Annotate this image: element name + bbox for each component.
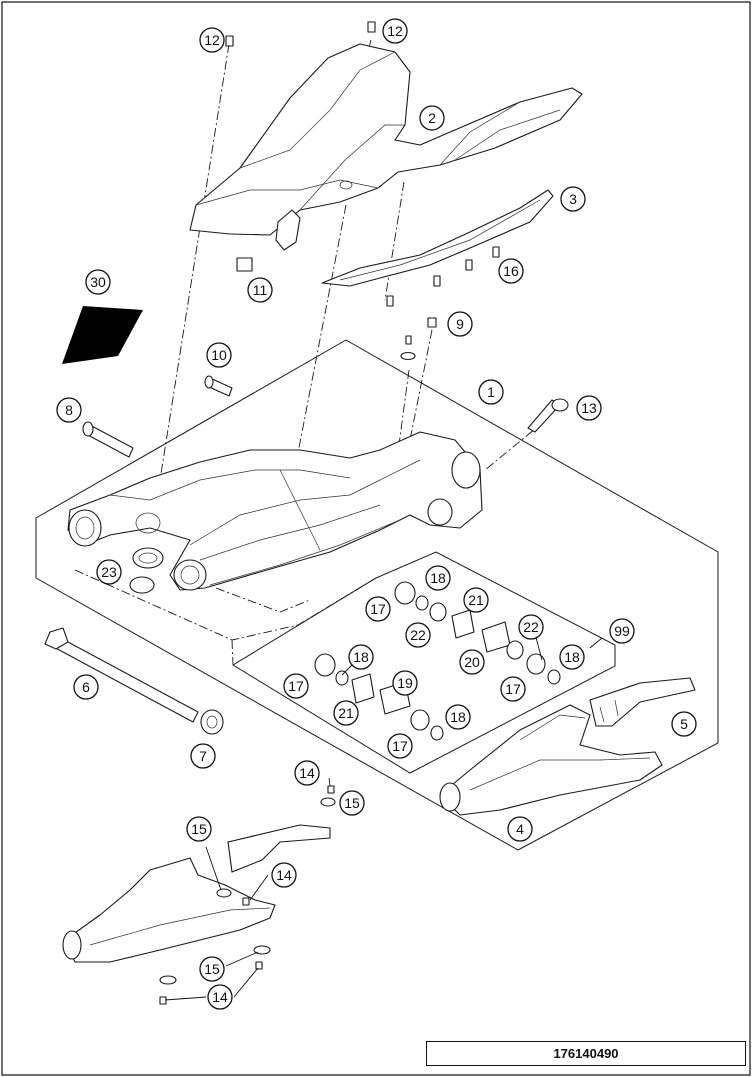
callout-6: 6 [73,674,99,700]
screw-part-12 [225,21,376,47]
callout-23: 23 [96,559,122,585]
callout-30: 30 [85,269,111,295]
svg-text:18: 18 [353,649,369,665]
leader-lines [164,629,603,1001]
svg-text:16: 16 [503,263,519,279]
svg-text:18: 18 [564,649,580,665]
svg-text:15: 15 [204,961,220,977]
callout-8: 8 [56,397,82,423]
svg-text:17: 17 [392,738,408,754]
screw-part-16 [386,246,500,307]
callout-17-a: 17 [365,596,391,622]
chain-guide-plate-part [321,189,554,287]
chain-slider-part [439,704,663,816]
callout-14-a: 14 [294,760,320,786]
callout-18-d: 18 [445,704,471,730]
svg-text:1: 1 [487,384,495,400]
svg-text:14: 14 [299,765,315,781]
callout-15-b: 15 [186,816,212,842]
svg-text:17: 17 [288,678,304,694]
svg-text:4: 4 [516,821,524,837]
svg-text:22: 22 [410,627,426,643]
pivot-bolt-part-8 [82,421,134,458]
svg-text:23: 23 [101,564,117,580]
svg-text:17: 17 [370,601,386,617]
callout-21-b: 21 [333,700,359,726]
svg-text:3: 3 [569,191,577,207]
pivot-bolt-part-13 [527,398,569,433]
svg-text:13: 13 [581,400,597,416]
svg-text:12: 12 [204,32,220,48]
svg-text:2: 2 [428,110,436,126]
callout-21-a: 21 [463,587,489,613]
callout-16: 16 [498,258,524,284]
svg-text:10: 10 [211,347,227,363]
callout-13: 13 [576,395,602,421]
svg-text:22: 22 [523,619,539,635]
svg-text:30: 30 [90,274,106,290]
callout-18-c: 18 [348,644,374,670]
svg-text:20: 20 [464,654,480,670]
callout-22-a: 22 [405,622,431,648]
drawing-number: 176140490 [426,1041,746,1066]
callout-15-a: 15 [339,790,365,816]
callout-20: 20 [459,649,485,675]
callout-2: 2 [419,105,445,131]
axle-part [44,627,199,723]
callout-15-c: 15 [199,956,225,982]
rubber-block-part [236,257,253,272]
svg-text:15: 15 [191,821,207,837]
callout-17-c: 17 [283,673,309,699]
callout-17-d: 17 [387,733,413,759]
plug-part-23 [129,547,164,594]
callout-19: 19 [392,670,418,696]
svg-text:18: 18 [430,570,446,586]
svg-text:99: 99 [614,623,630,639]
swingarm-part [67,431,483,591]
pin-part-10 [204,375,233,397]
chain-slider-bracket-part [589,677,696,727]
label-sticker-part [62,306,143,364]
svg-text:21: 21 [338,705,354,721]
callout-12-left: 12 [199,27,225,53]
svg-text:15: 15 [344,795,360,811]
callout-1: 1 [478,379,504,405]
svg-text:14: 14 [212,989,228,1005]
callout-10: 10 [206,342,232,368]
callout-5: 5 [671,711,697,737]
svg-text:21: 21 [468,592,484,608]
svg-text:11: 11 [253,282,268,298]
axle-nut-part [200,709,224,735]
callout-4: 4 [507,816,533,842]
callout-11: 11 [247,277,273,303]
svg-text:5: 5 [680,716,688,732]
callout-14-b: 14 [271,862,297,888]
svg-text:12: 12 [387,23,403,39]
chain-guard-part [189,43,583,251]
callout-18-a: 18 [425,565,451,591]
svg-text:19: 19 [397,675,413,691]
callout-3: 3 [560,186,586,212]
callout-14-c: 14 [207,984,233,1010]
callout-17-b: 17 [500,676,526,702]
svg-text:6: 6 [82,679,90,695]
callout-12-right: 12 [382,18,408,44]
screw-part-9 [400,317,437,361]
callout-7: 7 [190,743,216,769]
callout-22-b: 22 [518,614,544,640]
swingarm-group-outline [35,339,719,851]
callout-9: 9 [447,311,473,337]
svg-text:17: 17 [505,681,521,697]
callout-18-b: 18 [559,644,585,670]
svg-text:9: 9 [456,316,464,332]
svg-text:14: 14 [276,867,292,883]
callout-99: 99 [609,618,635,644]
svg-text:8: 8 [65,402,73,418]
svg-text:7: 7 [199,748,207,764]
svg-text:18: 18 [450,709,466,725]
chain-slider-lower-view [62,785,336,1005]
